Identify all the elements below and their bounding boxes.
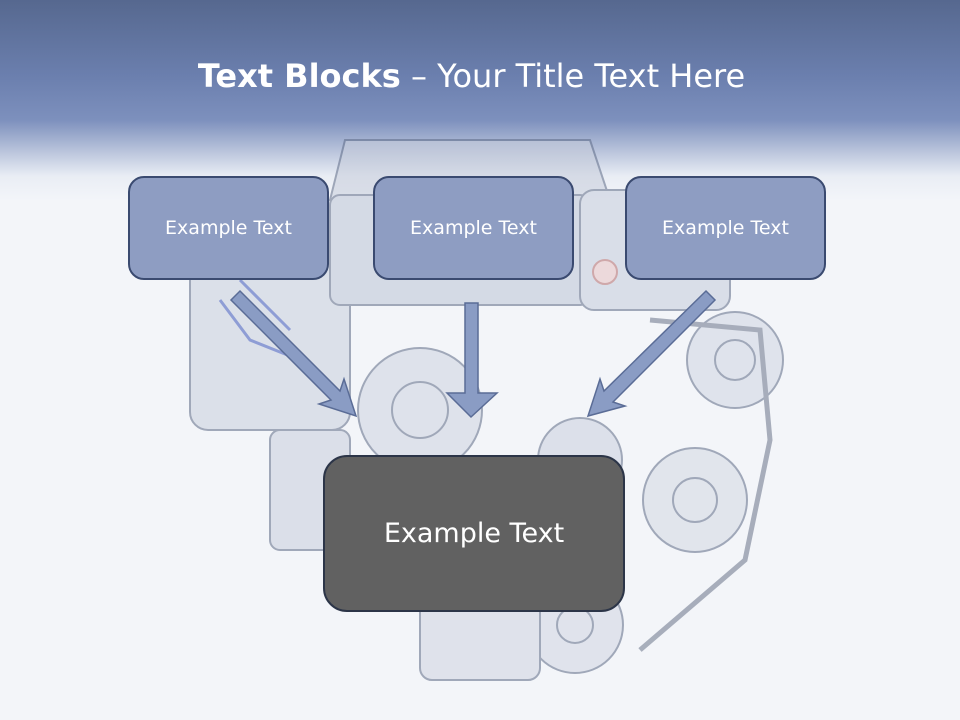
text-block-main[interactable]: Example Text xyxy=(323,455,625,612)
title-rest-part: Your Title Text Here xyxy=(437,57,746,95)
title-dash: – xyxy=(400,57,438,95)
title-bold-part: Text Blocks xyxy=(197,57,401,95)
text-block-main-label: Example Text xyxy=(383,518,565,549)
text-block-left-label: Example Text xyxy=(165,217,292,239)
arrow-left-down-right xyxy=(229,289,358,418)
text-block-right[interactable]: Example Text xyxy=(625,176,826,280)
text-block-center-label: Example Text xyxy=(410,217,537,239)
arrow-right-down-left xyxy=(586,289,717,418)
slide-title: Text Blocks – Your Title Text Here xyxy=(0,54,943,98)
text-block-left[interactable]: Example Text xyxy=(128,176,329,280)
text-block-right-label: Example Text xyxy=(662,217,789,239)
arrow-center-down xyxy=(445,302,499,419)
text-block-center[interactable]: Example Text xyxy=(373,176,574,280)
